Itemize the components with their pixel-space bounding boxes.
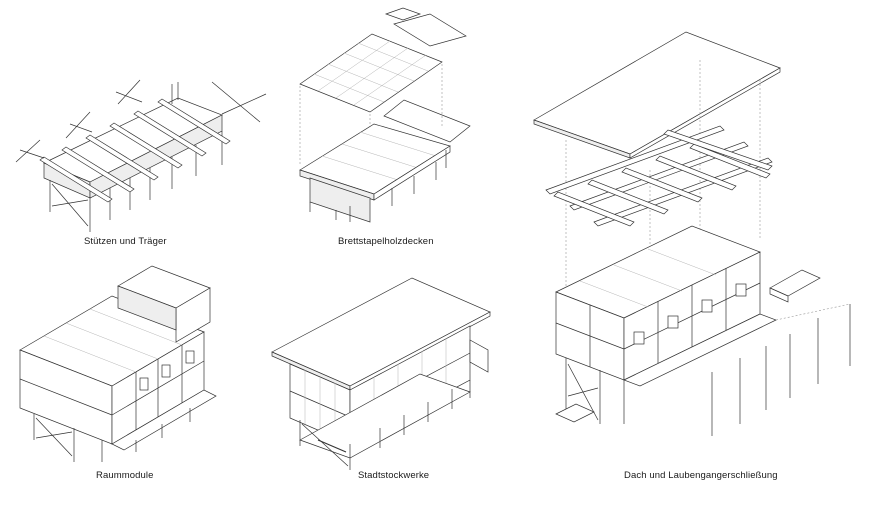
- stories-drawing: [271, 277, 491, 470]
- roof-access-drawing: [533, 31, 851, 436]
- modules-drawing: [19, 265, 217, 462]
- slabs-drawing: [299, 7, 471, 223]
- caption-slabs: Brettstapelholzdecken: [338, 236, 434, 247]
- caption-roof-access: Dach und Laubengangerschließung: [624, 470, 778, 481]
- structure-drawing: [15, 79, 267, 232]
- caption-stories: Stadtstockwerke: [358, 470, 430, 481]
- caption-structure: Stützen und Träger: [84, 236, 167, 247]
- caption-modules: Raummodule: [96, 470, 154, 481]
